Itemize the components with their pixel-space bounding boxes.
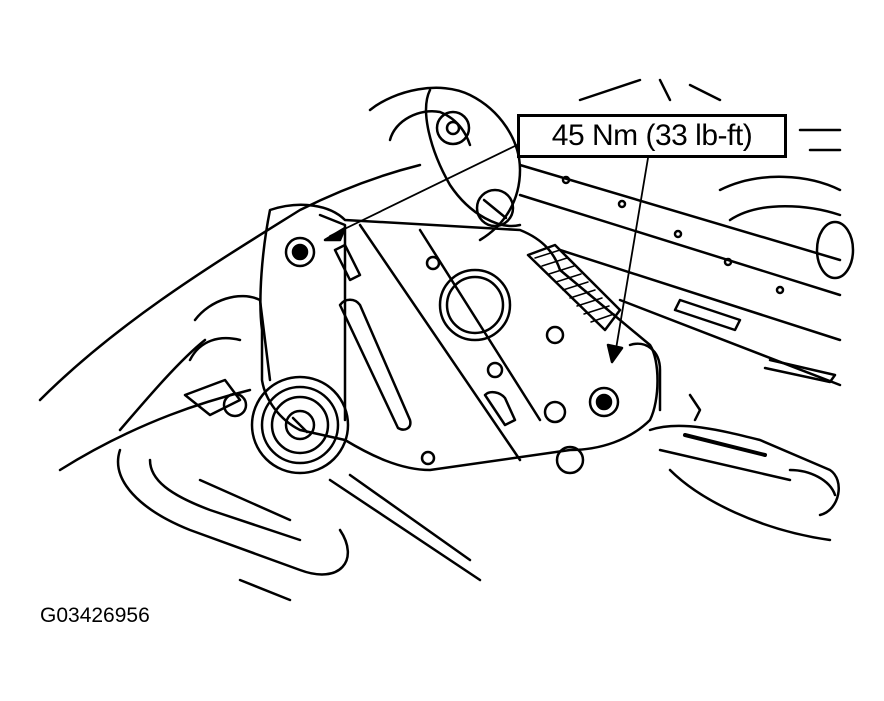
- leader-line-right: [615, 158, 648, 355]
- linkage-slot-bolt: [477, 190, 513, 226]
- upper-linkage-inner: [390, 111, 470, 145]
- upper-linkage-arm: [426, 90, 520, 226]
- pulley-ring-3: [272, 397, 328, 453]
- pulley-ring-2: [262, 387, 338, 463]
- bracket-hole: [545, 402, 565, 422]
- lower-frame-tube-2: [200, 480, 290, 520]
- figure-id: G03426956: [40, 604, 150, 627]
- rivet: [675, 231, 681, 237]
- leader-line-left: [330, 145, 517, 236]
- pulley-outer: [252, 377, 348, 473]
- bracket-hole: [547, 327, 563, 343]
- leader-arrowhead-right: [608, 345, 622, 362]
- bracket-right-tab: [630, 344, 660, 410]
- pulley-hub-slot: [293, 418, 307, 432]
- frame-rail-top-2: [520, 195, 840, 295]
- upper-linkage-housing: [370, 88, 520, 240]
- frame-tube-2: [730, 206, 840, 220]
- leader-arrowhead-left: [325, 228, 345, 240]
- lower-linkage-2: [350, 475, 470, 560]
- frame-slot: [675, 300, 740, 330]
- bracket-slot-long: [340, 300, 410, 430]
- mounting-bracket-plate: [260, 205, 657, 470]
- bracket-lower-tab: [557, 447, 583, 473]
- top-lines: [580, 80, 720, 100]
- rivet: [777, 287, 783, 293]
- frame-rail-mid: [560, 250, 840, 340]
- bracket-inner-edge: [320, 215, 345, 420]
- lower-linkage: [330, 480, 480, 580]
- housing-outline-left: [40, 165, 420, 400]
- seat-track-right: [790, 470, 835, 495]
- center-boss-inner: [447, 277, 503, 333]
- seat-track-lever: [670, 470, 830, 540]
- bracket-slot-small: [485, 392, 515, 425]
- bracket-hole: [488, 363, 502, 377]
- bracket-slot-short: [335, 245, 360, 280]
- motor-housing-2: [190, 338, 240, 360]
- seat-track: [650, 426, 839, 515]
- housing-outline-left-2: [60, 390, 250, 470]
- seat-track-2: [660, 450, 790, 480]
- bracket-hole: [427, 257, 439, 269]
- upper-pivot-hole: [437, 112, 469, 144]
- rivet: [725, 259, 731, 265]
- lower-frame-tube-inner: [150, 460, 300, 540]
- upper-pivot-hole-inner: [447, 122, 459, 134]
- torque-callout: 45 Nm (33 lb-ft): [517, 114, 787, 158]
- pulley-hub: [286, 411, 314, 439]
- motor-housing: [195, 296, 270, 380]
- frame-rail-low: [620, 300, 840, 385]
- motor-housing-3: [185, 380, 240, 415]
- frame-tube: [720, 177, 840, 190]
- gear-rack-hatch: [535, 250, 614, 322]
- rivet: [563, 177, 569, 183]
- frame-flange: [765, 360, 835, 382]
- bolt-lower-right: [590, 388, 618, 416]
- lower-frame-tube: [118, 450, 348, 574]
- housing-outline-left-3: [120, 340, 205, 430]
- bolt-upper-left-head: [293, 245, 307, 259]
- frame-tube-end: [817, 222, 853, 278]
- bracket-bend: [360, 225, 520, 460]
- bracket-hole: [422, 452, 434, 464]
- small-spring: [690, 395, 700, 420]
- bolt-upper-left: [286, 238, 314, 266]
- bolt-lower-right-head: [597, 395, 611, 409]
- frame-rail-top: [520, 165, 840, 260]
- seat-track-inner: [685, 435, 765, 455]
- rivet: [619, 201, 625, 207]
- center-boss: [440, 270, 510, 340]
- motor-stud: [224, 394, 246, 416]
- lower-line: [240, 580, 290, 600]
- linkage-slot-line: [484, 200, 506, 218]
